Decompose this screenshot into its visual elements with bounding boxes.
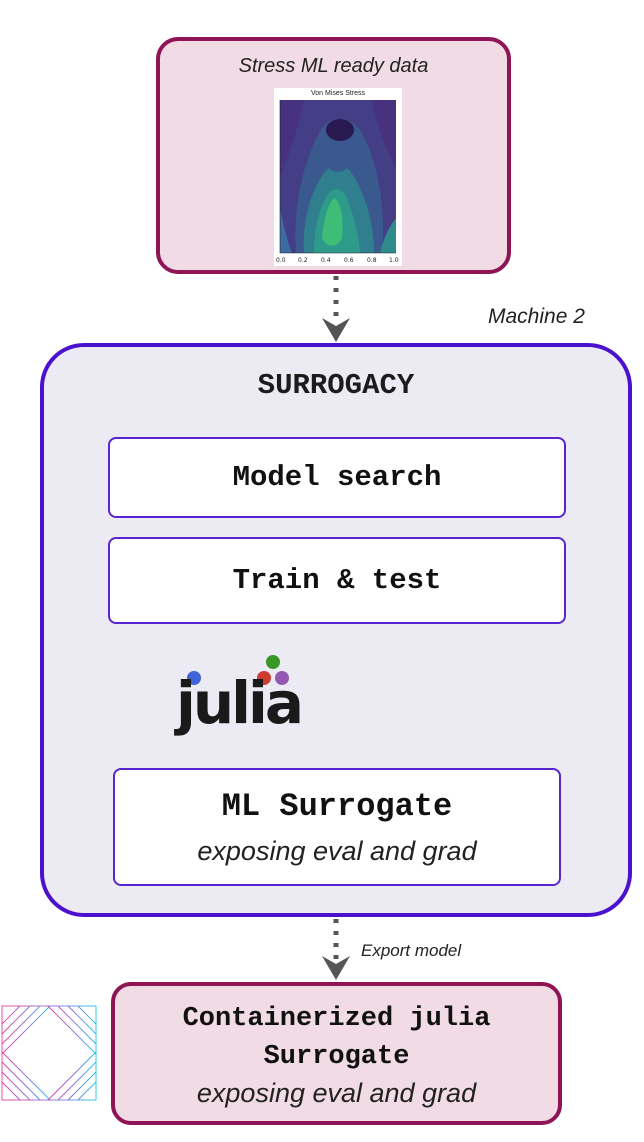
- ml-surrogate-box: ML Surrogate exposing eval and grad: [113, 768, 561, 886]
- plot-title: Von Mises Stress: [310, 90, 366, 97]
- x-tick-5: 1.0: [389, 257, 399, 264]
- ml-surrogate-name: ML Surrogate: [221, 788, 453, 825]
- container-title-line2: Surrogate: [263, 1042, 410, 1072]
- container-box: Containerized julia Surrogate exposing e…: [111, 982, 562, 1125]
- container-subtitle: exposing eval and grad: [196, 1078, 477, 1108]
- stress-data-title: Stress ML ready data: [238, 55, 429, 77]
- x-tick-0: 0.0: [276, 257, 286, 264]
- machine-label: Machine 2: [488, 305, 585, 328]
- ml-surrogate-subtitle: exposing eval and grad: [197, 836, 477, 866]
- model-search-box: Model search: [108, 437, 566, 518]
- stress-data-box: Stress ML ready data 0.0 0.2 0.4 0.6 0.8: [156, 37, 511, 274]
- von-mises-plot: 0.0 0.2 0.4 0.6 0.8 1.0 Von Mises Stress: [274, 88, 402, 266]
- surrogacy-title: SURROGACY: [257, 369, 415, 402]
- x-tick-2: 0.4: [321, 257, 331, 264]
- julia-logo-icon: julia: [174, 655, 304, 737]
- train-test-box: Train & test: [108, 537, 566, 624]
- container-logo-icon: [1, 1005, 97, 1101]
- arrowhead-top: [322, 318, 350, 342]
- x-tick-3: 0.6: [344, 257, 354, 264]
- x-tick-1: 0.2: [298, 257, 308, 264]
- x-tick-4: 0.8: [367, 257, 377, 264]
- export-model-label: Export model: [361, 941, 462, 960]
- surrogacy-container: SURROGACY Model search Train & test ML S…: [40, 343, 632, 917]
- container-title-line1: Containerized julia: [182, 1004, 491, 1034]
- julia-logo-text: julia: [174, 669, 301, 737]
- arrowhead-bottom: [322, 956, 350, 980]
- von-mises-contour: 0.0 0.2 0.4 0.6 0.8 1.0: [276, 100, 399, 264]
